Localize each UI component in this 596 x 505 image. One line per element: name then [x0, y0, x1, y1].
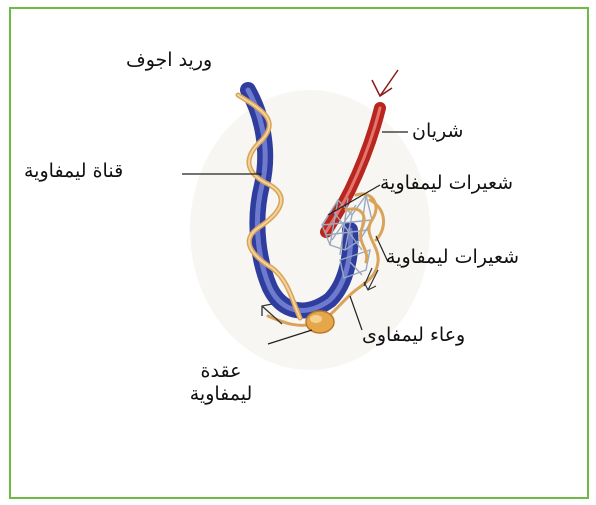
- label-artery: شريان: [412, 120, 463, 143]
- label-lymph-capillaries-2: شعيرات ليمفاوية: [386, 246, 519, 269]
- label-lymph-vessel: وعاء ليمفاوى: [362, 324, 465, 347]
- label-lymph-node: عقدة ليمفاوية: [180, 360, 262, 406]
- label-lymph-duct: قناة ليمفاوية: [24, 160, 123, 183]
- lymph-node: [306, 311, 334, 333]
- label-vena-cava: وريد اجوف: [126, 49, 212, 72]
- label-lymph-capillaries-1: شعيرات ليمفاوية: [380, 172, 513, 195]
- flow-arrow-artery: [372, 70, 398, 96]
- label-lymph-node-line2: ليمفاوية: [180, 383, 262, 406]
- label-lymph-node-line1: عقدة: [180, 360, 262, 383]
